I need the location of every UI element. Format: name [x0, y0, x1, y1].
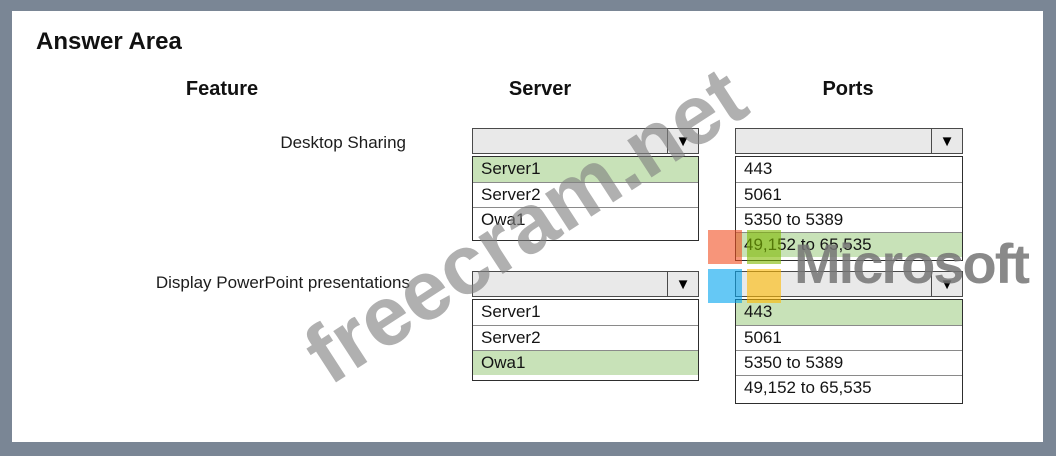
server-dropdown-row2-arrow-button[interactable]: ▼ — [667, 272, 698, 296]
list-item[interactable]: 443 — [744, 159, 773, 178]
server-dropdown-row1-list: Server1 Server2 Owa1 — [472, 156, 699, 241]
ports-dropdown-row2-combobox[interactable]: ▼ — [735, 271, 963, 297]
ports-dropdown-row1: ▼ 443 5061 5350 to 5389 49,152 to 65,535 — [735, 128, 963, 261]
page-title: Answer Area — [36, 28, 182, 55]
chevron-down-icon: ▼ — [675, 275, 691, 293]
list-item[interactable]: Owa1 — [473, 350, 698, 375]
list-item[interactable]: Server2 — [473, 325, 698, 350]
server-dropdown-row1-arrow-button[interactable]: ▼ — [667, 129, 698, 153]
list-item[interactable]: 49,152 to 65,535 — [736, 375, 962, 400]
feature-label-desktop-sharing: Desktop Sharing — [280, 133, 406, 152]
chevron-down-icon: ▼ — [939, 132, 955, 150]
ports-dropdown-row1-arrow-button[interactable]: ▼ — [931, 129, 962, 153]
column-header-server: Server — [508, 78, 572, 100]
answer-area-panel: Answer Area Feature Server Ports Desktop… — [12, 11, 1043, 442]
list-item[interactable]: Server1 — [481, 302, 541, 321]
list-item[interactable]: 5061 — [736, 182, 962, 207]
feature-label-display-powerpoint: Display PowerPoint presentations — [155, 273, 410, 292]
list-item[interactable]: 49,152 to 65,535 — [736, 232, 962, 257]
chevron-down-icon: ▼ — [939, 275, 955, 293]
ports-dropdown-row1-combobox[interactable]: ▼ — [735, 128, 963, 154]
list-item[interactable]: 5350 to 5389 — [736, 350, 962, 375]
ports-dropdown-row2-value — [736, 272, 931, 296]
list-item[interactable]: Server1 — [473, 157, 698, 182]
ports-dropdown-row2: ▼ 443 5061 5350 to 5389 49,152 to 65,535 — [735, 271, 963, 404]
server-dropdown-row2-combobox[interactable]: ▼ — [472, 271, 699, 297]
server-dropdown-row2-value — [473, 272, 667, 296]
column-header-feature: Feature — [185, 78, 259, 100]
chevron-down-icon: ▼ — [675, 132, 691, 150]
list-item[interactable]: Server2 — [473, 182, 698, 207]
list-item[interactable]: 443 — [736, 300, 962, 325]
server-dropdown-row1: ▼ Server1 Server2 Owa1 — [472, 128, 699, 241]
list-item[interactable]: Owa1 — [473, 207, 698, 232]
list-item[interactable]: 5061 — [736, 325, 962, 350]
list-item[interactable]: 5350 to 5389 — [736, 207, 962, 232]
column-header-ports: Ports — [822, 78, 874, 100]
ports-dropdown-row1-list: 443 5061 5350 to 5389 49,152 to 65,535 — [735, 156, 963, 261]
server-dropdown-row1-value — [473, 129, 667, 153]
ports-dropdown-row2-arrow-button[interactable]: ▼ — [931, 272, 962, 296]
server-dropdown-row2-list: Server1 Server2 Owa1 — [472, 299, 699, 381]
server-dropdown-row1-combobox[interactable]: ▼ — [472, 128, 699, 154]
ports-dropdown-row2-list: 443 5061 5350 to 5389 49,152 to 65,535 — [735, 299, 963, 404]
server-dropdown-row2: ▼ Server1 Server2 Owa1 — [472, 271, 699, 381]
ports-dropdown-row1-value — [736, 129, 931, 153]
